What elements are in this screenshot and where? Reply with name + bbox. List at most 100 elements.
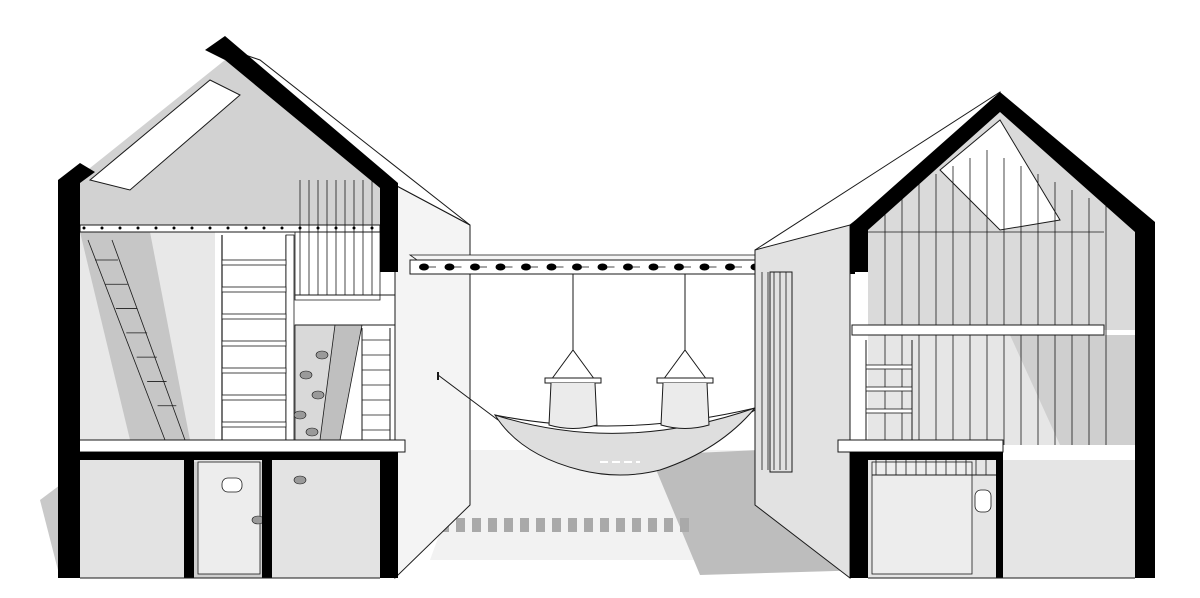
right-house-section-cut (850, 92, 1155, 578)
beam-hole (648, 263, 659, 271)
left-interior-ceiling (75, 60, 380, 232)
wall-ladder-rail (87, 239, 166, 441)
left-house-section (58, 36, 471, 580)
beam-hole (674, 263, 684, 271)
beam-hole (419, 263, 429, 271)
beam-hole (725, 263, 735, 271)
climbing-hold (293, 410, 307, 420)
ladder-rung (221, 313, 287, 320)
slatted-partition (82, 180, 395, 326)
loft-ladder (221, 234, 295, 441)
shadow-slat (568, 518, 577, 532)
side-slat-frame (769, 271, 793, 473)
rail-bolt (208, 226, 212, 230)
rail-bolt (82, 226, 86, 230)
climbing-hold (311, 390, 325, 400)
hammock-fabric (493, 406, 757, 476)
hanging-chair-2 (656, 274, 714, 429)
climbing-hold (315, 350, 329, 360)
shadow-slat (664, 518, 673, 532)
ladder-rung (865, 364, 913, 370)
rail-bolt (316, 226, 320, 230)
right-door-window (974, 489, 992, 513)
right-lower-door (871, 461, 973, 575)
hammock-rope-left (437, 374, 499, 421)
right-wall-shadow (1010, 335, 1135, 445)
beam-hole (572, 263, 582, 271)
beam-hole (495, 263, 506, 271)
right-skylight (939, 119, 1061, 231)
right-loft-floor (851, 324, 1105, 336)
ladder-rung (221, 367, 287, 374)
rail-bolt (136, 226, 140, 230)
beam-hole (597, 263, 608, 271)
rail-bolt (298, 226, 302, 230)
rail-bolt (190, 226, 194, 230)
ladder-rung (221, 286, 287, 293)
shadow-slat (648, 518, 657, 532)
climbing-hold (305, 427, 319, 437)
shadow-slat (680, 518, 689, 532)
chair-seat (660, 382, 710, 429)
rail-bolt (352, 226, 356, 230)
shadow-slat (504, 518, 513, 532)
left-skylight (88, 79, 241, 191)
chair-frame (550, 349, 596, 381)
chair-bar (656, 377, 714, 384)
shadow-slat (520, 518, 529, 532)
slatted-partition-right (868, 150, 1107, 445)
rail-bolt (118, 226, 122, 230)
right-floor-cut (850, 452, 1003, 460)
climbing-holds (251, 350, 329, 525)
ladder-post (285, 234, 295, 441)
ladder-rung (221, 394, 287, 401)
shadow-slat (456, 518, 465, 532)
rail-bolt (154, 226, 158, 230)
shadow-slat (632, 518, 641, 532)
shadow-slat (600, 518, 609, 532)
ladder-rung (221, 421, 287, 428)
ladder-rung (865, 408, 913, 414)
left-floor-slab (74, 439, 406, 453)
short-ladder (361, 328, 391, 440)
left-door-window (221, 477, 243, 493)
rail-bolt (172, 226, 176, 230)
shadow-slat (536, 518, 545, 532)
rail-bolt (280, 226, 284, 230)
rail-bolt (334, 226, 338, 230)
ladder-rung (221, 340, 287, 347)
rail-bolt (244, 226, 248, 230)
climbing-hold (293, 475, 307, 485)
shadow-slat (472, 518, 481, 532)
beam-hole (470, 263, 480, 271)
hanging-chair-1 (544, 274, 602, 429)
chair-frame (662, 349, 708, 381)
shadow-slat (552, 518, 561, 532)
shadow-slat (584, 518, 593, 532)
ladder-rung (865, 386, 913, 392)
beam-hole (521, 263, 531, 271)
ladder-rung (221, 259, 287, 266)
rail-bolt (370, 226, 374, 230)
chair-seat (548, 382, 598, 429)
rail-bolt (226, 226, 230, 230)
right-lower-rail (872, 460, 1000, 476)
left-lower-door (197, 461, 261, 575)
left-floor-cut (75, 452, 395, 460)
left-loft-back (294, 231, 381, 301)
beam-hole (444, 263, 455, 271)
beam-hole (546, 263, 557, 271)
beam-hole (699, 263, 710, 271)
climbing-hold (299, 370, 313, 380)
rail-bolt (100, 226, 104, 230)
shadow-slat (488, 518, 497, 532)
shadow-slat (616, 518, 625, 532)
rail-bolt (262, 226, 266, 230)
right-floor-slab (837, 439, 1004, 453)
wall-ladder-rail (111, 239, 186, 441)
right-loft-ladder (865, 340, 913, 440)
right-side-slats (761, 271, 793, 473)
beam-hole (623, 263, 633, 271)
